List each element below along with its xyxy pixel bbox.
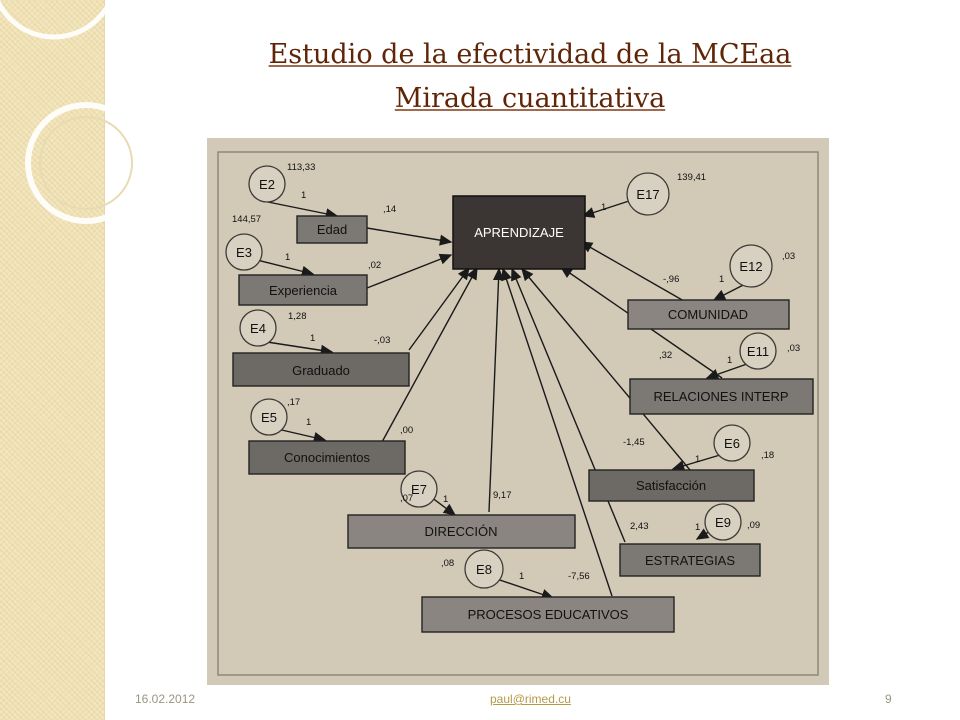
error-variance: 139,41 — [677, 172, 706, 183]
decorative-sidebar — [0, 0, 104, 720]
path-coefficient: -1,45 — [623, 437, 645, 448]
diagram-frame — [217, 151, 819, 676]
error-variance: ,03 — [782, 251, 795, 262]
variable-label: COMUNIDAD — [668, 307, 748, 322]
decorative-circles — [0, 0, 140, 224]
central-node-box — [452, 195, 586, 270]
error-variance: 1,28 — [288, 311, 307, 322]
error-label: E8 — [476, 562, 492, 577]
path-coefficient: ,02 — [368, 260, 381, 271]
error-label: E9 — [715, 515, 731, 530]
path-coefficient: ,00 — [400, 425, 413, 436]
error-weight: 1 — [695, 454, 700, 465]
path-coefficient: -7,56 — [568, 571, 590, 582]
path-coefficient: 9,17 — [493, 490, 512, 501]
path-coefficient: ,14 — [383, 204, 396, 215]
author-email-link[interactable]: paul@rimed.cu — [490, 692, 571, 706]
error-label: E3 — [236, 245, 252, 260]
path-coefficient: ,32 — [659, 350, 672, 361]
error-label: E6 — [724, 436, 740, 451]
error-variance: ,07 — [400, 493, 413, 504]
error-weight: 1 — [301, 190, 306, 201]
error-label: E5 — [261, 410, 277, 425]
error-variance: ,18 — [761, 450, 774, 461]
variable-label: Edad — [317, 222, 347, 237]
slide-title: Estudio de la efectividad de la MCEaa — [268, 39, 792, 70]
error-weight: 1 — [306, 417, 311, 428]
slide-subtitle: Mirada cuantitativa — [394, 83, 666, 114]
variable-label: Conocimientos — [284, 450, 370, 465]
central-node-label: APRENDIZAJE — [474, 225, 564, 240]
error-weight: 1 — [285, 252, 290, 263]
variable-label: DIRECCIÓN — [425, 524, 498, 539]
sidebar-edge — [104, 0, 110, 720]
error-label: E7 — [411, 482, 427, 497]
error-variance: ,03 — [787, 343, 800, 354]
error-variance: ,17 — [287, 397, 300, 408]
variable-label: Satisfacción — [636, 478, 706, 493]
path-coefficient: -,03 — [374, 335, 390, 346]
error-variance: 113,33 — [287, 162, 315, 173]
error-variance: ,09 — [747, 520, 760, 531]
error-variance: ,08 — [441, 558, 454, 569]
error-label: E12 — [739, 259, 762, 274]
error-variance: 144,57 — [232, 214, 261, 225]
error-label: E2 — [259, 177, 275, 192]
error-weight: 1 — [601, 202, 606, 213]
error-weight: 1 — [695, 522, 700, 533]
slide-date: 16.02.2012 — [135, 692, 196, 706]
page-number: 9 — [885, 692, 892, 706]
path-coefficient: -,96 — [663, 274, 679, 285]
path-coefficient: 2,43 — [630, 521, 649, 532]
error-label: E17 — [636, 187, 659, 202]
error-weight: 1 — [719, 274, 724, 285]
error-label: E11 — [747, 344, 769, 359]
path-diagram: APRENDIZAJE Edad Experiencia Graduado Co… — [207, 138, 829, 685]
variable-label: Graduado — [292, 363, 350, 378]
error-weight: 1 — [727, 355, 732, 366]
variable-label: ESTRATEGIAS — [645, 553, 735, 568]
error-label: E4 — [250, 321, 266, 336]
error-weight: 1 — [519, 571, 524, 582]
error-weight: 1 — [443, 494, 448, 505]
error-weight: 1 — [310, 333, 315, 344]
variable-label: PROCESOS EDUCATIVOS — [468, 607, 629, 622]
variable-label: Experiencia — [269, 283, 338, 298]
variable-label: RELACIONES INTERP — [653, 389, 788, 404]
